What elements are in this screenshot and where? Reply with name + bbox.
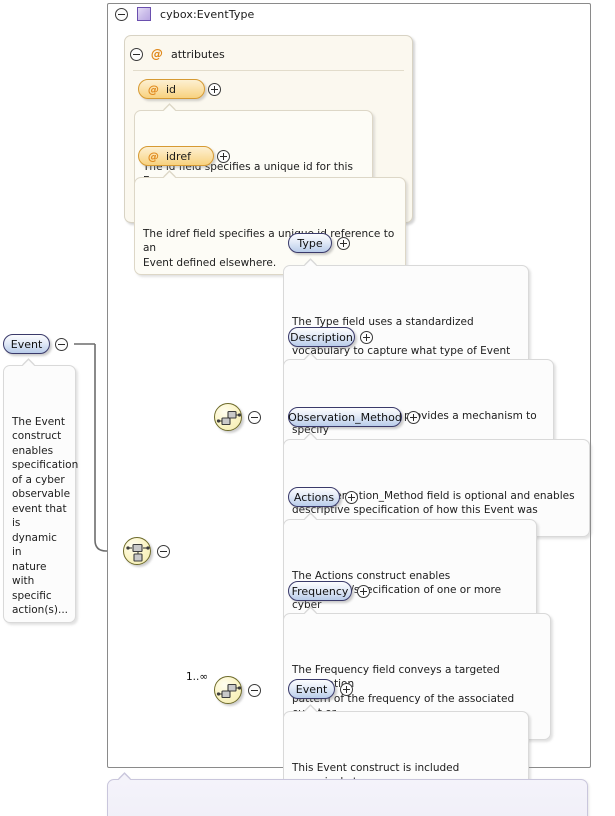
attribute-documentation-idref: The idref field specifies a unique id re… [134,170,406,275]
element-pill-event-root[interactable]: Event [3,334,50,354]
attribute-name: idref [166,149,191,163]
element-expand-toggle-type[interactable] [337,237,350,250]
element-expand-toggle-event-recursive[interactable] [340,683,353,696]
element-name: Description [290,330,353,344]
attributes-collapse-toggle[interactable] [130,47,143,61]
element-pill-type[interactable]: Type [288,233,332,253]
compositor-sequence-event[interactable] [214,676,242,704]
complextype-title: cybox:EventType [160,7,255,21]
attribute-expand-toggle-id[interactable] [208,83,221,96]
sequence-icon [126,543,150,562]
compositor-sequence-outer[interactable] [123,537,151,565]
element-expand-toggle-frequency[interactable] [357,585,370,598]
attribute-pill-id[interactable]: @ id [138,79,205,99]
element-name: Type [297,236,323,250]
element-name: Event [295,682,328,696]
sequence-icon [216,683,242,699]
element-documentation-event-root: The Event construct enables specificatio… [3,358,79,623]
element-pill-description[interactable]: Description [288,327,355,347]
element-name: Event [10,337,43,351]
element-expand-toggle-actions[interactable] [345,491,358,504]
element-pill-actions[interactable]: Actions [288,487,340,507]
attribute-name: id [166,82,177,96]
element-pill-event-recursive[interactable]: Event [288,679,335,699]
attribute-expand-toggle-idref[interactable] [217,150,230,163]
attribute-pill-idref[interactable]: @ idref [138,146,214,166]
attributes-group-header: @ attributes [130,47,225,61]
complextype-documentation-footer: The EventType is a complex type represen… [107,772,588,816]
element-pill-observation-method[interactable]: Observation_Method [288,407,402,427]
attribute-symbol-icon: @ [148,82,159,96]
sequence-icon [216,410,242,426]
attributes-group-label: attributes [171,47,225,61]
element-pill-frequency[interactable]: Frequency [288,581,352,601]
attributes-divider [133,70,404,71]
attribute-symbol-icon: @ [151,47,163,61]
compositor-collapse-toggle-outer[interactable] [157,545,170,558]
element-collapse-toggle-event-root[interactable] [55,338,68,351]
element-name: Observation_Method [288,410,402,424]
element-documentation-actions: The Actions construct enables descriptio… [283,512,537,632]
complextype-collapse-toggle[interactable] [115,7,128,21]
compositor-sequence-inner[interactable] [214,403,242,431]
complextype-icon [137,7,151,21]
compositor-collapse-toggle-inner[interactable] [248,411,261,424]
documentation-text: The Event construct enables specificatio… [12,415,79,617]
complextype-header: cybox:EventType [115,7,254,21]
element-expand-toggle-observation-method[interactable] [407,411,420,424]
cardinality-label-event-sequence: 1..∞ [186,671,209,683]
element-name: Actions [293,490,335,504]
attribute-symbol-icon: @ [148,149,159,163]
compositor-collapse-toggle-event[interactable] [248,684,261,697]
documentation-text: The idref field specifies a unique id re… [143,227,395,269]
element-name: Frequency [291,584,349,598]
element-expand-toggle-description[interactable] [360,331,373,344]
